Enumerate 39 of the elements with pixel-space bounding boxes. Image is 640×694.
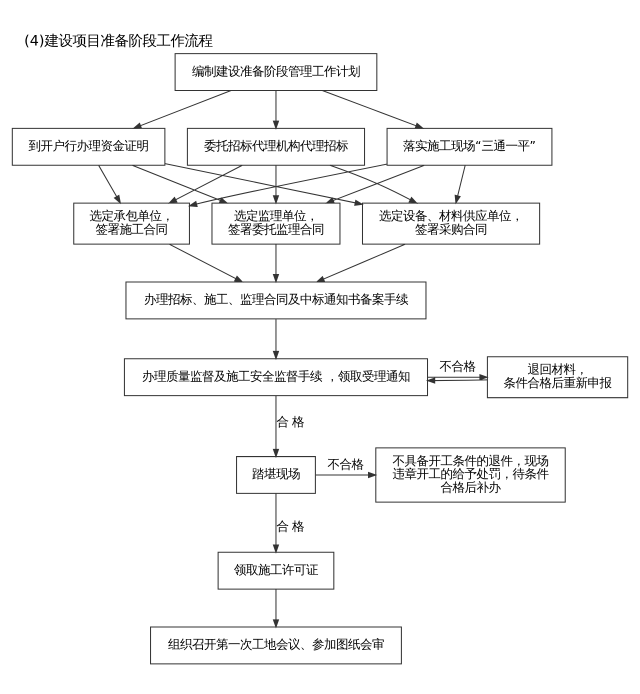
node-box: 选定监理单位，签署委托监理合同 (211, 202, 340, 245)
arrow (272, 396, 280, 458)
edge-label: 合 格 (276, 414, 304, 429)
node-box: 退回材料，条件合格后重新申报 (486, 356, 628, 398)
node-box: 到开户行办理资金证明 (12, 128, 166, 166)
arrow (188, 164, 387, 208)
diagram-title: (4)建设项目准备阶段工作流程 (24, 34, 212, 50)
arrow (426, 377, 488, 384)
node-box: 领取施工许可证 (218, 552, 334, 590)
node-box: 组织召开第一次工地会议、参加图纸会审 (150, 626, 402, 664)
node-box: 不具备开工条件的退件，现场违章开工的给予处罚，待条件合格后补办 (375, 447, 566, 503)
arrow (272, 494, 280, 554)
arrow (168, 164, 242, 204)
node-box: 踏堪现场 (236, 456, 316, 494)
arrow (454, 165, 466, 204)
node-box: 选定承包单位，签署施工合同 (73, 202, 190, 245)
arrow (315, 244, 406, 283)
arrow (272, 166, 280, 204)
arrow (132, 90, 232, 129)
edge-label: 不合格 (328, 457, 364, 472)
node-box: 落实施工现场“三通一平” (386, 128, 552, 166)
arrow (272, 90, 280, 130)
edge-label: 合 格 (276, 519, 304, 534)
arrow (316, 472, 378, 478)
arrow (164, 163, 364, 206)
arrow (272, 244, 280, 284)
node-box: 委托招标代理机构代理招标 (186, 128, 366, 166)
arrow (272, 589, 280, 629)
node-box: 编制建设准备阶段管理工作计划 (174, 53, 378, 92)
arrow (98, 165, 122, 204)
node-box: 选定设备、材料供应单位，签署采购合同 (362, 202, 540, 245)
arrow (132, 164, 228, 204)
arrow (322, 90, 424, 129)
node-box: 办理质量监督及施工安全监督手续 ，领取受理通知 (124, 358, 428, 396)
arrow (428, 374, 489, 380)
node-box: 办理招标、施工、监理合同及中标通知书备案手续 (125, 281, 426, 320)
edge-label: 不合格 (439, 360, 476, 374)
arrow (169, 244, 244, 283)
arrow (272, 319, 280, 360)
